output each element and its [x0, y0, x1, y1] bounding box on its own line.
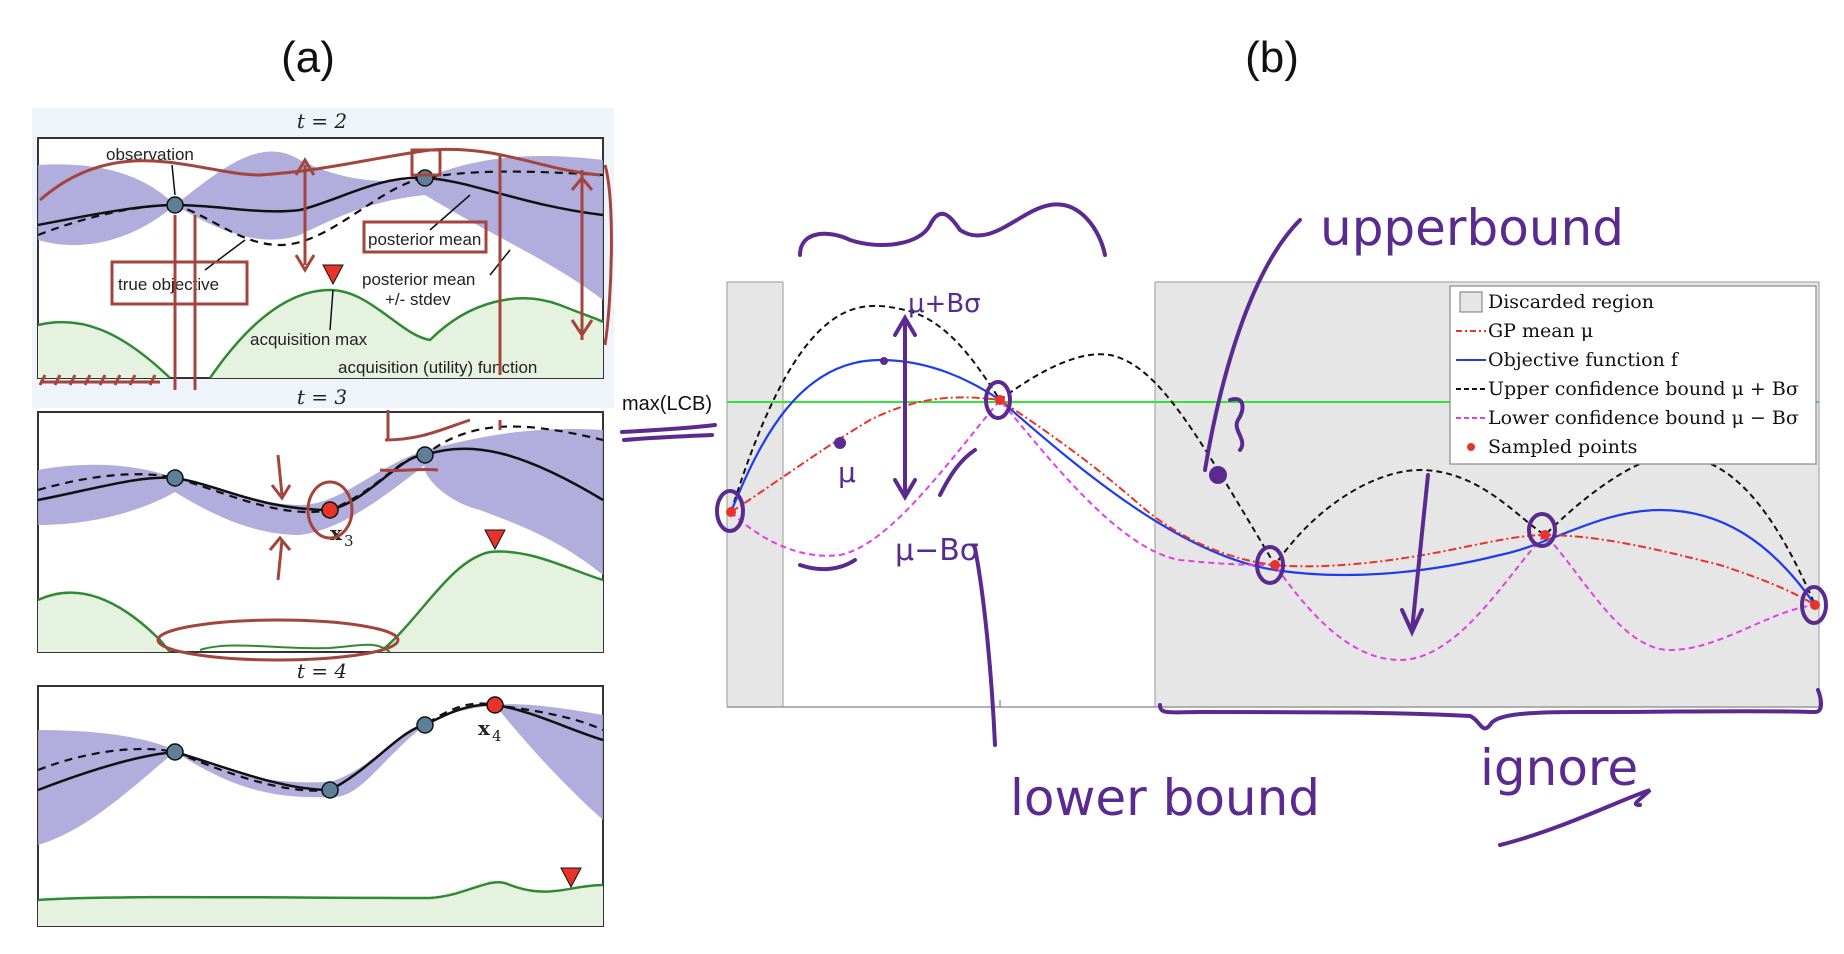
legend-box	[1449, 285, 1817, 465]
panel-b-label: (b)	[1245, 33, 1299, 82]
legend-swatch-sampled	[1467, 443, 1475, 451]
pointer-arrow	[429, 194, 471, 231]
sampled-point	[1270, 560, 1280, 570]
legend-label: GP mean μ	[1488, 320, 1593, 342]
acquisition-fill-t3	[38, 551, 603, 652]
annotation-posterior-mean-2: posterior mean	[362, 270, 475, 289]
new-sample-point	[321, 501, 339, 519]
new-sample-point	[486, 696, 504, 714]
observation-point	[416, 716, 434, 734]
legend-label: Objective function f	[1488, 349, 1680, 371]
observation-point	[416, 446, 434, 464]
frame-title-t3: t = 3	[297, 385, 347, 409]
handwriting-upper-bound: upperbound	[1320, 199, 1624, 257]
acquisition-flat-t3	[199, 643, 391, 653]
frame-title-t4: t = 4	[297, 659, 347, 683]
legend-label: Lower confidence bound μ − Bσ	[1488, 407, 1799, 429]
true-objective-t4	[37, 702, 604, 792]
sampled-point	[995, 395, 1005, 405]
x3-subscript: 3	[344, 532, 354, 550]
sampled-point	[726, 507, 736, 517]
frame-title-t2: t = 2	[297, 109, 347, 133]
annotation-stdev: +/- stdev	[385, 290, 451, 309]
true-objective-t2	[37, 170, 604, 247]
annotation-posterior-mean: posterior mean	[368, 230, 481, 249]
pointer-arrow	[204, 239, 246, 271]
legend-label: Upper confidence bound μ + Bσ	[1488, 378, 1799, 400]
panel-a-label: (a)	[281, 33, 335, 82]
acquisition-curve-t3	[37, 550, 604, 653]
sampled-point	[1540, 530, 1550, 540]
acquisition-fill-t2	[38, 290, 603, 378]
legend-label: Sampled points	[1488, 436, 1637, 458]
annotation-acquisition-function: acquisition (utility) function	[338, 358, 537, 377]
lower-confidence-bound	[730, 398, 1816, 662]
annotation-acquisition-max: acquisition max	[250, 330, 368, 349]
observation-point	[166, 743, 184, 761]
frame-t2: t = 2 observation posterior mean true ob…	[37, 109, 613, 390]
uncertainty-band-t2	[38, 151, 603, 300]
legend: Discarded region GP mean μ Objective fun…	[1449, 285, 1817, 465]
acquisition-curve-t2	[37, 288, 604, 379]
frame-t4: t = 4 x 4	[37, 659, 604, 927]
handwriting-mu: μ	[838, 456, 856, 489]
frame-t3: t = 3 x 3	[37, 385, 604, 662]
handwriting-mu-plus: μ+Bσ	[908, 289, 981, 319]
upper-confidence-bound	[730, 304, 1816, 606]
acquisition-max-marker	[484, 529, 506, 551]
observation-point	[166, 196, 184, 214]
max-lcb-label: max(LCB)	[622, 393, 712, 415]
acquisition-max-marker	[560, 867, 582, 889]
acquisition-max-marker	[322, 264, 344, 286]
sampled-point	[1810, 600, 1820, 610]
pointer-arrow	[329, 289, 334, 331]
pointer-arrow	[171, 164, 176, 196]
observation-point	[416, 169, 434, 187]
ink-dot	[880, 357, 888, 365]
red-ink-annotations-t3	[156, 410, 502, 662]
acquisition-curve-t4	[37, 880, 604, 902]
annotation-observation: observation	[106, 145, 194, 164]
handwriting-lower-bound: lower bound	[1010, 769, 1320, 827]
x4-subscript: 4	[492, 727, 502, 745]
observation-point	[166, 469, 184, 487]
posterior-mean-t2	[37, 176, 604, 227]
purple-ink-annotations	[620, 202, 1828, 847]
red-ink-annotations-t2	[38, 147, 613, 390]
observation-point	[321, 781, 339, 799]
legend-swatch-discarded	[1459, 291, 1483, 313]
x4-label: x	[478, 716, 491, 740]
ink-dot	[834, 437, 846, 449]
annotation-true-objective: true objective	[118, 275, 219, 294]
panel-b-plot: max(LCB) Discarded region GP mean μ Obje…	[620, 199, 1828, 847]
uncertainty-band-t3	[38, 429, 603, 575]
handwriting-mu-minus: μ−Bσ	[895, 533, 979, 568]
acquisition-fill-t4	[38, 882, 603, 926]
legend-label: Discarded region	[1488, 291, 1654, 313]
handwriting-ignore: ignore	[1480, 739, 1638, 797]
ink-dot	[1209, 466, 1227, 484]
